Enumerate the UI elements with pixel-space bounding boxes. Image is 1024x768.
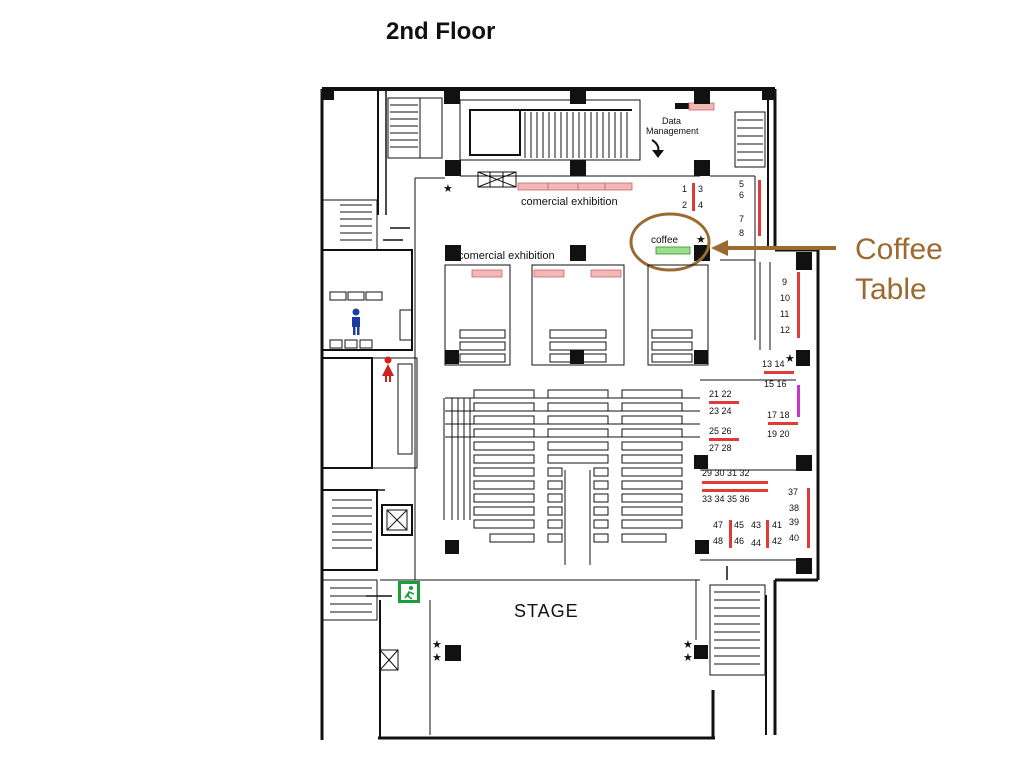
booth-number: 29 30 31 32 (702, 468, 750, 478)
men-restroom-icon (352, 308, 360, 335)
booth-number: 15 16 (764, 379, 787, 389)
booth-number: 40 (789, 533, 799, 543)
svg-text:★: ★ (785, 353, 795, 365)
booth-number: 27 28 (709, 443, 732, 453)
data-management-table (688, 102, 715, 111)
elevator-icon (381, 504, 413, 536)
booth-number: 21 22 (709, 389, 732, 399)
booth-number: 11 (780, 309, 789, 319)
booth-number: 17 18 (767, 410, 790, 420)
booth-number: 8 (739, 228, 744, 238)
seating-blocks-upper (444, 264, 709, 366)
booth-number: 1 (682, 184, 687, 194)
booth-area-frame (700, 262, 796, 561)
exhibition-label-mid: comercial exhibition (458, 250, 555, 262)
booth-number: 45 (734, 520, 744, 530)
data-management-label: Management (646, 126, 699, 136)
booth-number: 6 (739, 190, 744, 200)
svg-text:★: ★ (432, 639, 442, 651)
booth-number: 38 (789, 503, 799, 513)
exhibit-tables-mid (471, 269, 622, 278)
left-facilities (321, 199, 418, 671)
booth-number: 48 (713, 536, 723, 546)
callout-arrow-icon (711, 240, 728, 256)
booth-number: 23 24 (709, 406, 732, 416)
coffee-table-callout: Coffee Table (855, 230, 943, 310)
booth-number: 9 (782, 277, 787, 287)
booth-markers (692, 180, 810, 548)
stairs-top-right (734, 111, 766, 168)
pillars (322, 88, 812, 661)
data-management-marker (675, 103, 689, 109)
data-management-label: Data (662, 116, 681, 126)
arrow-icon (652, 150, 664, 158)
stairs-bottom-right (709, 584, 766, 676)
booth-number: 3 (698, 184, 703, 194)
stairs-top-left (387, 97, 443, 159)
arrow-icon (366, 227, 728, 597)
exhibit-tables-top (517, 182, 633, 191)
women-restroom-icon (382, 356, 394, 382)
svg-text:★: ★ (696, 234, 706, 246)
booth-number: 13 14 (762, 359, 785, 369)
booth-number: 4 (698, 200, 703, 210)
escalators-top (459, 99, 641, 188)
booth-number: 39 (789, 517, 799, 527)
svg-text:★: ★ (432, 652, 442, 664)
svg-text:★: ★ (683, 639, 693, 651)
coffee-label: coffee (651, 235, 678, 246)
booth-number: 43 (751, 520, 761, 530)
booth-number: 12 (780, 325, 790, 335)
booth-marker-purple (797, 385, 800, 417)
booth-number: 46 (734, 536, 744, 546)
auditorium-seating (443, 389, 700, 565)
exhibition-label-top: comercial exhibition (521, 196, 618, 208)
floor-title: 2nd Floor (386, 18, 496, 45)
booth-number: 10 (780, 293, 790, 303)
stage-area (380, 579, 700, 735)
svg-text:★: ★ (683, 652, 693, 664)
booth-number: 25 26 (709, 426, 732, 436)
star-icon: ★ ★ ★ ★ ★ ★ ★ (432, 183, 795, 664)
stage-label: STAGE (514, 601, 579, 621)
booth-number: 37 (788, 487, 798, 497)
booth-number: 19 20 (767, 429, 790, 439)
booth-number: 44 (751, 538, 761, 548)
booth-number: 33 34 35 36 (702, 494, 750, 504)
booth-number: 2 (682, 200, 687, 210)
booth-number: 42 (772, 536, 782, 546)
coffee-table (655, 246, 691, 255)
booth-number: 7 (739, 214, 744, 224)
booth-number: 47 (713, 520, 723, 530)
callout-line-2: Table (855, 273, 927, 306)
emergency-exit-icon (398, 581, 420, 603)
booth-number: 41 (772, 520, 782, 530)
svg-text:★: ★ (443, 183, 453, 195)
booth-number: 5 (739, 179, 744, 189)
callout-line-1: Coffee (855, 233, 943, 266)
coffee-highlight-circle (629, 212, 711, 272)
